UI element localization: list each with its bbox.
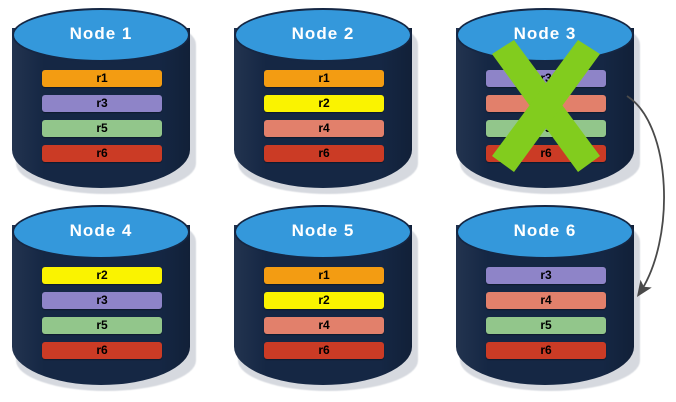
row-bar-r1[interactable]: r1 [264, 267, 384, 284]
cylinder-top-ellipse [456, 205, 634, 259]
row-bar-r3[interactable]: r3 [486, 70, 606, 87]
row-bar-r6[interactable]: r6 [486, 145, 606, 162]
row-bar-r6[interactable]: r6 [42, 342, 162, 359]
cylinder-top-ellipse [234, 205, 412, 259]
node-2[interactable]: Node 2 r1 r2 r4 r6 [234, 8, 418, 194]
node-6[interactable]: Node 6 r3 r4 r5 r6 [456, 205, 640, 391]
row-list: r3 r4 r5 r6 [486, 70, 606, 162]
row-list: r1 r2 r4 r6 [264, 267, 384, 359]
row-bar-r3[interactable]: r3 [42, 292, 162, 309]
row-bar-r6[interactable]: r6 [42, 145, 162, 162]
node-5[interactable]: Node 5 r1 r2 r4 r6 [234, 205, 418, 391]
row-bar-r3[interactable]: r3 [42, 95, 162, 112]
row-bar-r6[interactable]: r6 [264, 342, 384, 359]
cylinder-top-ellipse [12, 205, 190, 259]
row-bar-r6[interactable]: r6 [264, 145, 384, 162]
row-bar-r4[interactable]: r4 [486, 292, 606, 309]
row-bar-r6[interactable]: r6 [486, 342, 606, 359]
node-4[interactable]: Node 4 r2 r3 r5 r6 [12, 205, 196, 391]
row-bar-r5[interactable]: r5 [42, 317, 162, 334]
row-bar-r5[interactable]: r5 [486, 120, 606, 137]
row-bar-r1[interactable]: r1 [264, 70, 384, 87]
node-3[interactable]: Node 3 r3 r4 r5 r6 [456, 8, 640, 194]
row-bar-r4[interactable]: r4 [264, 317, 384, 334]
row-list: r1 r2 r4 r6 [264, 70, 384, 162]
cylinder-top-ellipse [234, 8, 412, 62]
row-bar-r2[interactable]: r2 [264, 95, 384, 112]
row-bar-r4[interactable]: r4 [264, 120, 384, 137]
row-bar-r1[interactable]: r1 [42, 70, 162, 87]
row-bar-r5[interactable]: r5 [42, 120, 162, 137]
node-title: Node 5 [291, 221, 355, 240]
node-title: Node 6 [513, 221, 577, 240]
node-title: Node 4 [69, 221, 133, 240]
row-bar-r4[interactable]: r4 [486, 95, 606, 112]
node-title: Node 2 [291, 24, 355, 43]
row-bar-r2[interactable]: r2 [42, 267, 162, 284]
row-list: r2 r3 r5 r6 [42, 267, 162, 359]
row-bar-r5[interactable]: r5 [486, 317, 606, 334]
node-title: Node 3 [513, 24, 577, 43]
node-1[interactable]: Node 1 r1 r3 r5 r6 [12, 8, 196, 194]
row-list: r3 r4 r5 r6 [486, 267, 606, 359]
cylinder-top-ellipse [12, 8, 190, 62]
row-bar-r3[interactable]: r3 [486, 267, 606, 284]
row-list: r1 r3 r5 r6 [42, 70, 162, 162]
node-title: Node 1 [69, 24, 133, 43]
row-bar-r2[interactable]: r2 [264, 292, 384, 309]
